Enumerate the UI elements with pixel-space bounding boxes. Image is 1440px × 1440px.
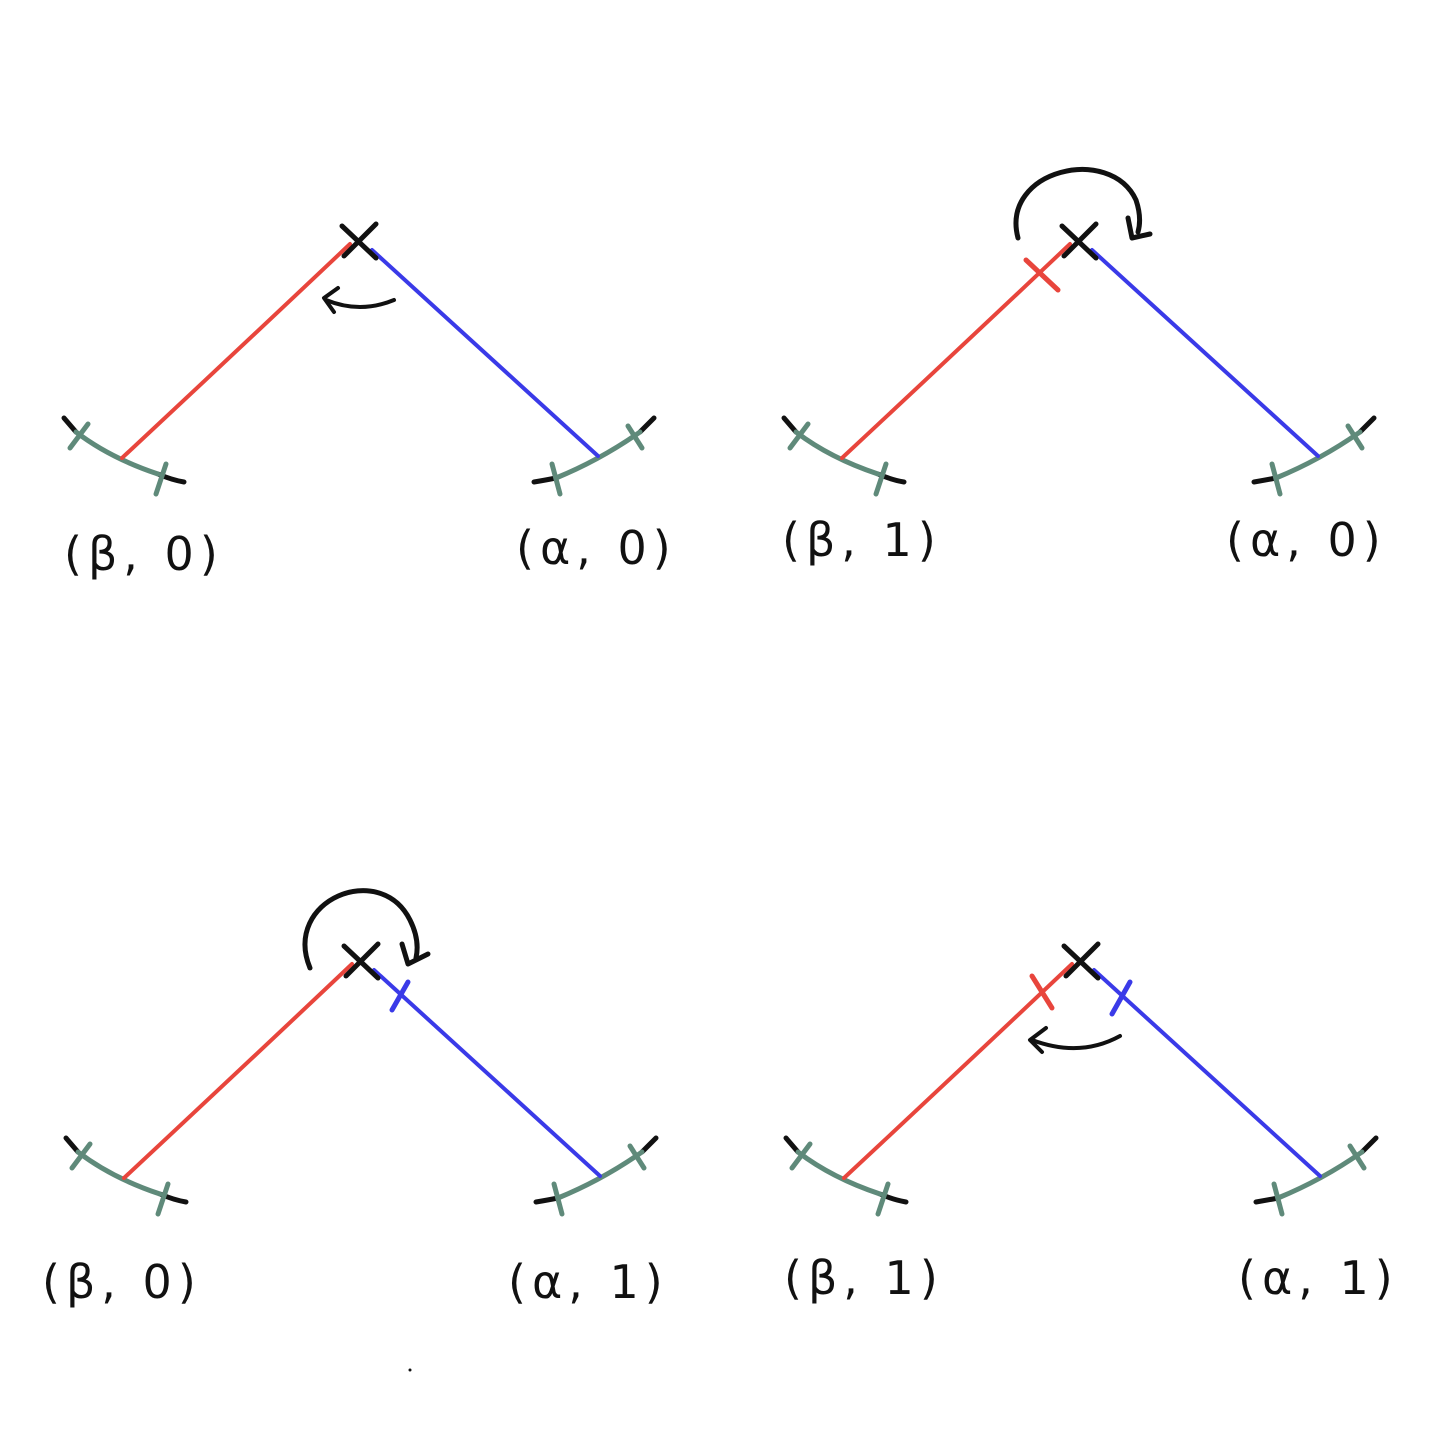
stray-dot [408, 1368, 412, 1372]
rotation-arrow-small [322, 286, 396, 314]
left-boundary-arc [61, 415, 187, 497]
red-edge [840, 242, 1072, 460]
blue-edge [372, 968, 602, 1178]
right-boundary-arc [1251, 415, 1377, 497]
vertex-x-mark [1059, 221, 1099, 261]
label-left: (β, 0) [64, 527, 224, 581]
left-boundary-arc [783, 1135, 909, 1217]
label-right: (α, 0) [516, 521, 677, 575]
blue-edge [1090, 248, 1320, 458]
rotation-arrow-small [1028, 1026, 1122, 1054]
blue-edge-tick [1109, 979, 1133, 1017]
rotation-arrow-large [1013, 166, 1153, 241]
blue-edge [1092, 968, 1322, 1178]
label-left: (β, 1) [784, 1251, 944, 1305]
red-edge [122, 962, 354, 1180]
panel-top-right: (β, 1) (α, 0) [781, 166, 1387, 567]
vertex-x-mark [339, 221, 379, 261]
blue-edge-tick [389, 979, 411, 1013]
red-edge [842, 962, 1074, 1180]
label-left: (β, 0) [42, 1255, 202, 1309]
label-left: (β, 1) [782, 513, 942, 567]
panel-bottom-right: (β, 1) (α, 1) [783, 941, 1399, 1305]
red-edge-tick [1023, 257, 1061, 293]
right-boundary-arc [531, 415, 657, 497]
left-boundary-arc [781, 415, 907, 497]
vertex-x-mark [341, 941, 381, 981]
label-right: (α, 1) [508, 1255, 669, 1309]
red-edge [120, 242, 352, 460]
vertex-x-mark [1061, 941, 1101, 981]
label-right: (α, 0) [1226, 513, 1387, 567]
right-boundary-arc [1253, 1135, 1379, 1217]
panel-top-left: (β, 0) (α, 0) [61, 221, 677, 581]
blue-edge [370, 248, 600, 458]
right-boundary-arc [533, 1135, 659, 1217]
red-edge-tick [1029, 973, 1055, 1011]
left-boundary-arc [63, 1135, 189, 1217]
panel-bottom-left: (β, 0) (α, 1) [42, 888, 669, 1309]
label-right: (α, 1) [1238, 1251, 1399, 1305]
rotation-arrow-large [302, 888, 431, 971]
